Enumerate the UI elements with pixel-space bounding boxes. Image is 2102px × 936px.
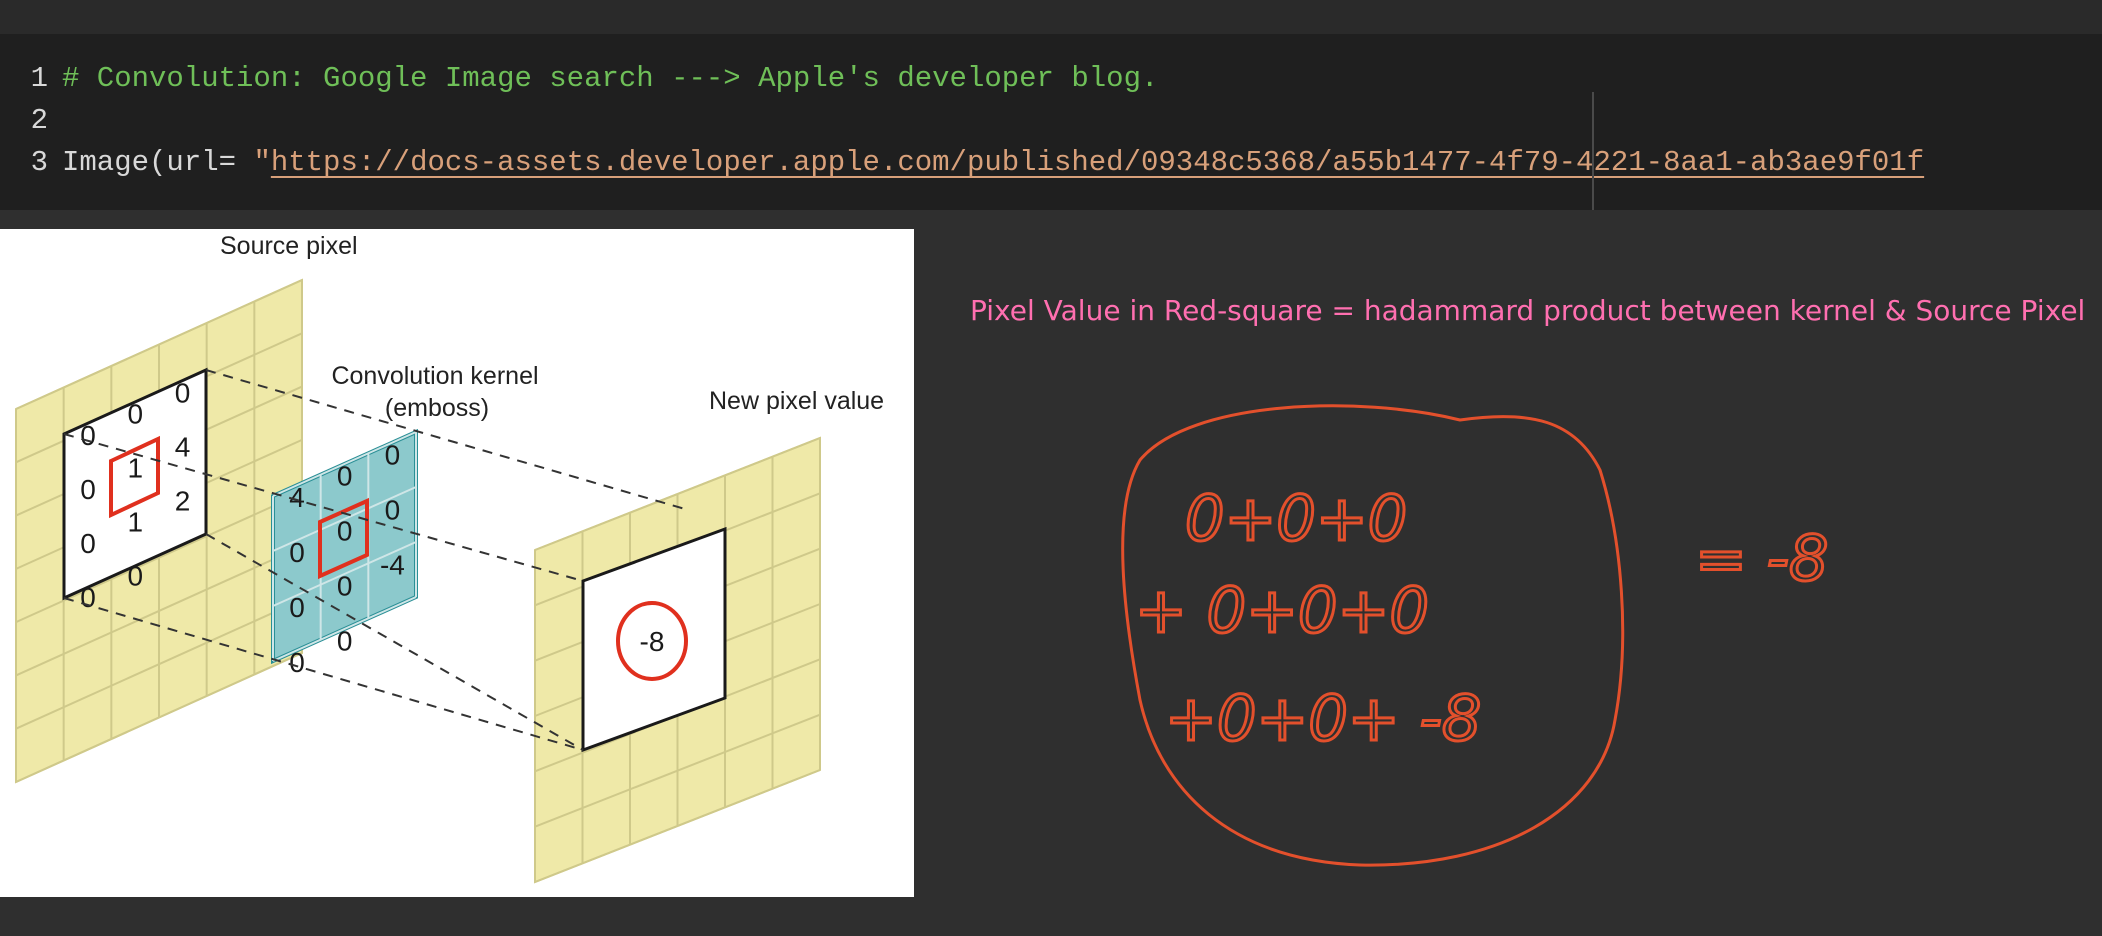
grid-cell-value: 2 [175, 485, 191, 516]
grid-line [534, 437, 821, 551]
grid-cell-value: 4 [289, 482, 305, 513]
grid-line [15, 492, 303, 624]
grid-cell-value: 1 [128, 453, 144, 484]
grid-line [534, 713, 821, 828]
grid-cell-value: 0 [337, 626, 353, 657]
kernel-values: 4 0 0 0 0 0 0 0 -4 0 0 [289, 439, 405, 678]
code-line-2: 2 [0, 100, 62, 142]
grid-cell-value: -4 [380, 549, 405, 580]
grid-cell-value: 0 [80, 474, 96, 505]
grid-line [15, 598, 303, 730]
new-pixel-value: -8 [640, 626, 665, 657]
grid-line [15, 652, 303, 783]
code-cell[interactable]: 1 # Convolution: Google Image search --->… [0, 34, 2102, 210]
grid-cell-value: 0 [337, 516, 353, 547]
grid-line [272, 541, 417, 607]
kernel-label-sub: (emboss) [385, 394, 489, 422]
grid-cell-value: 4 [175, 431, 191, 462]
ink-row-2: + 0+0+0 [1135, 574, 1429, 647]
grid-cell-value: 1 [128, 507, 144, 538]
grid-cell-value: 0 [80, 582, 96, 613]
grid-cell-value: 0 [80, 420, 96, 451]
grid-line [272, 486, 417, 552]
code-line-3: 3 Image(url= "https://docs-assets.develop… [0, 142, 1925, 184]
grid-cell-value: 0 [385, 439, 401, 470]
grid-cell-value: 0 [128, 399, 144, 430]
grid-line [15, 279, 303, 410]
grid-cell-value: 0 [80, 528, 96, 559]
grid-cell-value: 0 [385, 494, 401, 525]
grid-cell-value: 0 [337, 461, 353, 492]
grid-line [534, 769, 821, 883]
ink-row-3: +0+0+ -8 [1165, 682, 1481, 755]
grid-line [272, 596, 417, 662]
grid-cell-value: 0 [128, 561, 144, 592]
line-number: 1 [30, 62, 48, 95]
line-number: 2 [30, 104, 48, 137]
kernel-label: Convolution kernel [331, 362, 538, 390]
annotation-text: Pixel Value in Red-square = hadammard pr… [970, 294, 2086, 327]
new-pixel-plane: -8 [534, 436, 821, 884]
code-comment: # Convolution: Google Image search ---> … [62, 62, 1159, 95]
window-top-strip [0, 0, 2102, 34]
editor-ruler [1592, 92, 1594, 210]
code-quote: " [253, 146, 271, 179]
image-url-link[interactable]: https://docs-assets.developer.apple.com/… [270, 146, 1925, 179]
grid-cell-value: 0 [337, 571, 353, 602]
grid-line [15, 545, 303, 677]
grid-cell-value: 0 [289, 537, 305, 568]
ink-result: = -8 [1695, 522, 1828, 595]
ink-circle [1121, 404, 1625, 867]
ink-row-1: 0+0+0 [1185, 482, 1407, 555]
source-pixel-label: Source pixel [220, 232, 358, 260]
new-pixel-label: New pixel value [709, 387, 884, 415]
grid-cell-value: 0 [289, 647, 305, 678]
grid-cell-value: 0 [175, 377, 191, 408]
code-line-1: 1 # Convolution: Google Image search --->… [0, 58, 1159, 100]
kernel-plane [271, 428, 418, 665]
grid-cell-value: 0 [289, 592, 305, 623]
line-number: 3 [30, 146, 48, 179]
source-plane [15, 278, 303, 784]
code-call: Image(url= [62, 146, 254, 179]
grid-line [272, 431, 417, 497]
projection-lines [63, 369, 686, 751]
